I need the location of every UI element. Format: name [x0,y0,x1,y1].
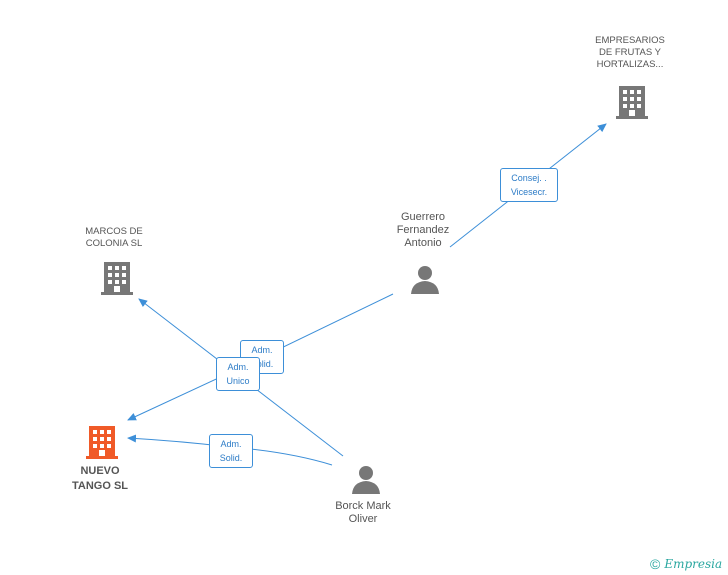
guerrero-label-line-3: Antonio [404,237,442,249]
guerrero-label[interactable]: Guerrero Fernandez Antonio [378,211,468,250]
nuevo-tango-label-line-1: NUEVO [80,465,120,477]
edge-label-adm-solid-bottom[interactable]: Adm. Solid. [209,434,253,468]
guerrero-person-icon[interactable] [410,263,440,300]
copyright-icon: © [650,556,661,572]
marcos-label-line-2: COLONIA SL [85,238,143,249]
empresarios-label-line-1: EMPRESARIOS [595,35,665,46]
guerrero-label-line-2: Fernandez [396,224,450,236]
marcos-label[interactable]: MARCOS DE COLONIA SL [64,226,164,250]
borck-label-line-2: Oliver [348,513,378,525]
footer-brand[interactable]: © Empresia [650,555,722,573]
nuevo-tango-label[interactable]: NUEVO TANGO SL [60,464,140,494]
edge-label-adm-unico-line-2: Unico [226,376,250,386]
marcos-building-icon[interactable] [101,260,133,301]
guerrero-label-line-1: Guerrero [400,211,446,223]
edge-label-consej-line-2: Vicesecr. [510,187,548,197]
edge-label-adm-solid-bottom-line-1: Adm. [220,439,242,449]
nuevo-tango-label-line-2: TANGO SL [71,480,128,492]
edge-label-adm-unico[interactable]: Adm. Unico [216,357,260,391]
borck-label[interactable]: Borck Mark Oliver [318,500,408,526]
brand-logo: Empresia [664,557,723,571]
borck-person-icon[interactable] [351,463,381,500]
empresarios-label-line-2: DE FRUTAS Y [599,47,661,58]
edge-label-consej[interactable]: Consej. . Vicesecr. [500,168,558,202]
edge-label-consej-line-1: Consej. . [511,173,547,183]
edge-label-adm-unico-line-1: Adm. [227,362,249,372]
empresarios-label-line-3: HORTALIZAS... [596,59,664,70]
marcos-label-line-1: MARCOS DE [85,226,143,237]
edge-label-adm-solid-bottom-line-2: Solid. [219,453,243,463]
nuevo-tango-building-icon[interactable] [86,424,118,465]
empresarios-label[interactable]: EMPRESARIOS DE FRUTAS Y HORTALIZAS... [570,35,690,71]
empresarios-building-icon[interactable] [616,84,648,125]
edge-label-adm-solid-top-line-2: Solid. [250,359,274,369]
edge-label-adm-solid-top-line-1: Adm. [251,345,273,355]
borck-label-line-1: Borck Mark [335,500,391,512]
